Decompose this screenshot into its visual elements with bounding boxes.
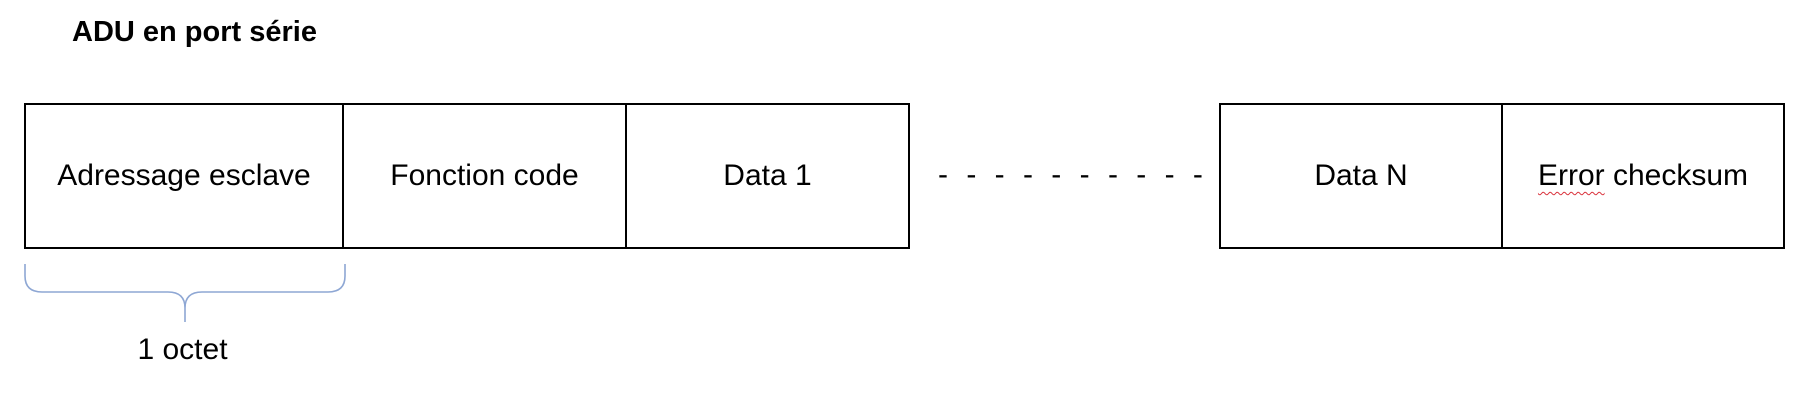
spellcheck-flagged-word: Error	[1537, 159, 1605, 192]
adu-frame-right: Data N Error checksum	[1219, 103, 1785, 249]
field-data-n: Data N	[1219, 103, 1503, 249]
field-error-checksum-label: Error checksum	[1538, 159, 1748, 193]
field-function-code-label: Fonction code	[390, 159, 579, 192]
adu-frame-left: Adressage esclave Fonction code Data 1	[24, 103, 910, 249]
fields-ellipsis: - - - - - - - - - - - - - -	[938, 158, 1208, 191]
field-data-n-label: Data N	[1314, 159, 1408, 192]
field-data-1: Data 1	[627, 103, 910, 249]
field-error-checksum: Error checksum	[1503, 103, 1785, 249]
brace-label: 1 octet	[137, 333, 228, 366]
byte-span-brace	[24, 264, 346, 322]
field-function-code: Fonction code	[344, 103, 627, 249]
brace-path	[24, 264, 346, 322]
field-slave-address: Adressage esclave	[24, 103, 344, 249]
field-slave-address-label: Adressage esclave	[57, 159, 311, 192]
field-data-1-label: Data 1	[723, 159, 812, 192]
field-error-checksum-rest: checksum	[1604, 159, 1749, 192]
diagram-title: ADU en port série	[72, 16, 317, 48]
